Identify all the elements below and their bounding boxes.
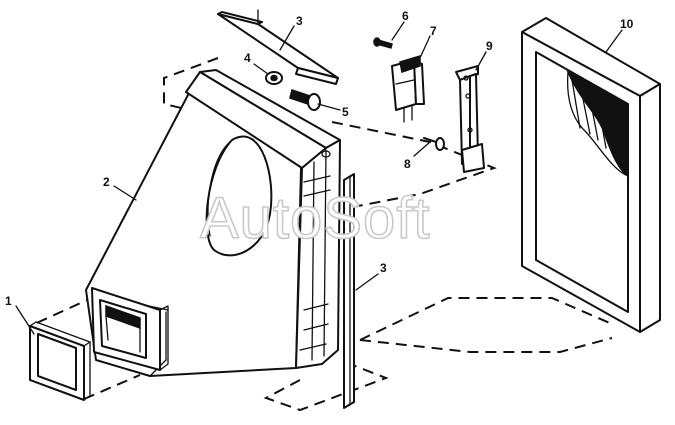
assembly-dashed-lines: [29, 57, 613, 412]
autosoft-watermark: AutoSoft: [200, 186, 430, 251]
part-8-bolt: [423, 137, 445, 151]
callout-5: 5: [342, 105, 349, 119]
part-10-filter: [521, 17, 661, 333]
part-2-duct-housing: [85, 69, 341, 377]
callout-3-upper: 3: [296, 14, 303, 28]
callout-7: 7: [430, 24, 437, 38]
callout-2: 2: [103, 175, 110, 189]
part-4-washer: [265, 71, 283, 85]
callout-8: 8: [404, 157, 411, 171]
callout-10: 10: [620, 17, 634, 31]
part-5-screw: [289, 89, 321, 111]
leader-lines: [15, 21, 623, 335]
part-1-gasket: [29, 321, 91, 401]
callout-4: 4: [244, 51, 251, 65]
callout-9: 9: [486, 39, 493, 53]
part-6-screw: [373, 37, 393, 49]
callout-labels: 1 2 3 4 5 6 7 8 9 3 10: [5, 9, 634, 308]
part-3-upper-seal-strip: [217, 9, 339, 85]
callout-3-lower: 3: [380, 261, 387, 275]
callout-1: 1: [5, 294, 12, 308]
part-7-switch: [391, 54, 425, 123]
callout-6: 6: [402, 9, 409, 23]
part-9-bracket: [455, 65, 485, 173]
part-3-lower-seal-strip: [343, 173, 355, 409]
